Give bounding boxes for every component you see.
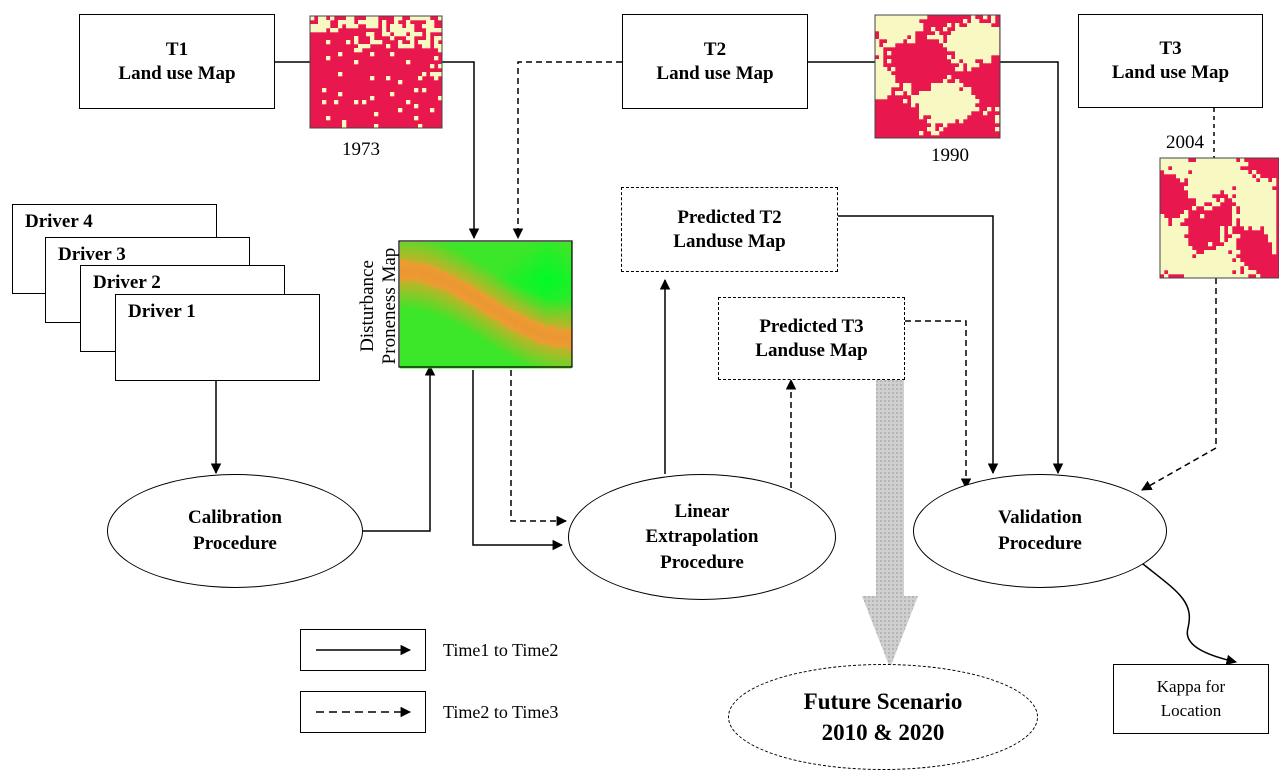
legend-dashed-label: Time2 to Time3 xyxy=(443,702,559,722)
calibration-procedure-node: Calibration Procedure xyxy=(107,474,363,588)
land-use-map-2004 xyxy=(1159,157,1279,279)
proneness-to-linear-dashed-arrow xyxy=(510,370,568,527)
linear-extrapolation-procedure-node: Linear Extrapolation Procedure xyxy=(568,474,836,600)
predicted-t3-line1: Predicted T3 xyxy=(759,315,864,337)
disturbance-proneness-map xyxy=(400,242,572,369)
calibration-line2: Procedure xyxy=(193,533,277,554)
future-line2: 2010 & 2020 xyxy=(821,720,945,745)
t1-box-title: T1 xyxy=(165,38,189,60)
legend-dashed-swatch xyxy=(300,691,426,733)
validation-procedure-node: Validation Procedure xyxy=(913,474,1167,588)
t1-box-subtitle: Land use Map xyxy=(118,62,236,84)
validation-line1: Validation xyxy=(998,507,1082,529)
driver-1-card: Driver 1 xyxy=(115,294,320,381)
t3-map-to-validation-arrow xyxy=(1141,278,1217,491)
predicted-t3-landuse-box: Predicted T3 Landuse Map xyxy=(718,297,905,380)
land-use-map-1990 xyxy=(874,14,1001,139)
proneness-map-label: Disturbance Proneness Map xyxy=(357,236,403,376)
proneness-label-line2: Proneness Map xyxy=(378,247,400,365)
t1-to-proneness-arrow xyxy=(442,61,480,240)
t2-land-use-map-box: T2 Land use Map xyxy=(622,14,808,109)
future-scenario-arrow xyxy=(862,378,918,668)
t1-land-use-map-box: T1 Land use Map xyxy=(79,14,275,109)
legend-solid-label: Time1 to Time2 xyxy=(443,640,559,660)
predicted-t3-line2: Landuse Map xyxy=(755,339,868,361)
t3-land-use-map-box: T3 Land use Map xyxy=(1078,14,1263,108)
predicted-t3-to-validation-arrow xyxy=(905,320,972,490)
predicted-t2-landuse-box: Predicted T2 Landuse Map xyxy=(621,187,838,272)
validation-to-kappa-arrow xyxy=(1137,559,1238,666)
calibration-line1: Calibration xyxy=(188,507,282,529)
t2-to-proneness-arrow xyxy=(512,61,622,240)
year-label-2004: 2004 xyxy=(1166,132,1204,153)
t2-box-title: T2 xyxy=(703,38,727,60)
year-label-1990: 1990 xyxy=(931,145,969,166)
future-line1: Future Scenario xyxy=(803,688,963,714)
linear-line1: Linear xyxy=(674,500,730,522)
kappa-line2: Location xyxy=(1160,701,1222,720)
year-label-1973: 1973 xyxy=(342,139,380,160)
predicted-t2-to-validation-arrow xyxy=(838,215,999,475)
kappa-for-location-box: Kappa for Location xyxy=(1113,664,1269,734)
calibration-to-proneness-arrow xyxy=(363,364,436,532)
validation-line2: Procedure xyxy=(998,533,1082,554)
land-use-map-1973 xyxy=(309,15,443,129)
linear-line3: Procedure xyxy=(660,551,744,573)
t2-map-to-validation-arrow xyxy=(1000,61,1064,475)
future-scenario-node: Future Scenario 2010 & 2020 xyxy=(728,664,1038,770)
t3-box-title: T3 xyxy=(1159,38,1182,60)
proneness-to-linear-solid-arrow xyxy=(472,370,564,551)
linear-line2: Extrapolation xyxy=(645,526,759,548)
predicted-t2-line1: Predicted T2 xyxy=(677,206,782,228)
kappa-line1: Kappa for xyxy=(1156,677,1226,697)
proneness-label-line1: Disturbance xyxy=(357,260,378,352)
t3-box-subtitle: Land use Map xyxy=(1111,62,1230,83)
legend-solid-swatch xyxy=(300,629,426,671)
predicted-t2-line2: Landuse Map xyxy=(673,230,786,252)
t2-box-subtitle: Land use Map xyxy=(656,62,774,84)
